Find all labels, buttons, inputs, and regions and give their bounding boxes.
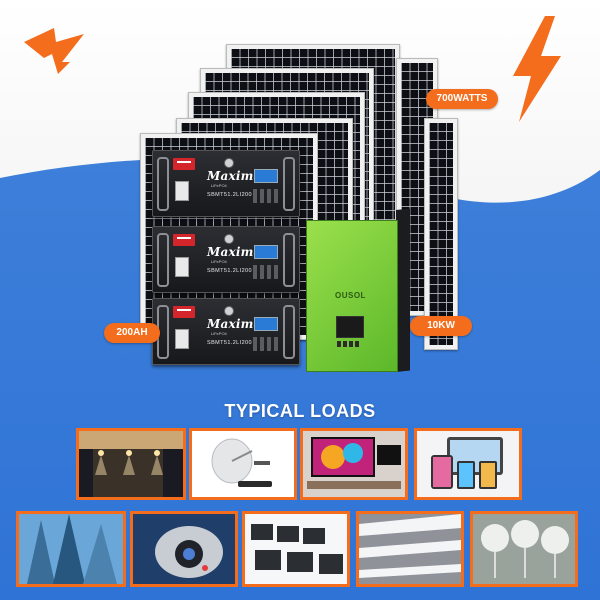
inverter-power-tag: 10KW [410, 316, 472, 336]
battery-subtitle: LiFePO4 [211, 331, 227, 336]
fan-icon [473, 514, 575, 584]
lightning-bolt-icon-left [24, 28, 84, 74]
load-tile-satellite-tv [189, 428, 297, 500]
battery-ports [253, 337, 279, 351]
lightning-bolt-icon-right [513, 16, 561, 122]
typical-loads-heading: TYPICAL LOADS [224, 401, 376, 421]
load-tile-computers [242, 511, 350, 587]
load-tile-office-buildings [16, 511, 126, 587]
inverter-buttons [337, 341, 361, 347]
battery-display [254, 317, 278, 331]
inverter-screen [336, 316, 364, 338]
solar-panel [424, 118, 458, 350]
battery-model: SBMT51.2LI200 [207, 268, 252, 274]
load-tile-cctv-camera [130, 511, 238, 587]
battery-model: SBMT51.2LI200 [207, 192, 252, 198]
battery-model: SBMT51.2LI200 [207, 340, 252, 346]
load-tile-television [300, 428, 408, 500]
security-camera-icon [133, 514, 235, 584]
battery-display [254, 169, 278, 183]
battery-module: Maxima LiFePO4 SBMT51.2LI200 [152, 226, 300, 293]
computer-monitor-icon [245, 514, 347, 584]
battery-brand: Maxima [207, 169, 262, 183]
load-tile-device-charging [414, 428, 522, 500]
battery-module: Maxima LiFePO4 SBMT51.2LI200 [152, 150, 300, 217]
battery-module: Maxima LiFePO4 SBMT51.2LI200 [152, 298, 300, 365]
battery-subtitle: LiFePO4 [211, 183, 227, 188]
tv-icon [303, 431, 405, 497]
building-lights-icon [79, 431, 183, 497]
load-tile-ceiling-lights [356, 511, 464, 587]
battery-capacity-tag: 200AH [104, 323, 160, 343]
satellite-dish-icon [192, 431, 294, 497]
inverter: OUSOL [306, 208, 410, 372]
battery-ports [253, 189, 279, 203]
battery-subtitle: LiFePO4 [211, 259, 227, 264]
inverter-brand: OUSOL [335, 291, 366, 300]
battery-display [254, 245, 278, 259]
battery-brand: Maxima [207, 317, 262, 331]
tablets-icon [417, 431, 519, 497]
load-tile-building-lighting [76, 428, 186, 500]
panels-power-tag: 700WATTS [426, 89, 498, 109]
led-light-icon [359, 514, 461, 584]
load-tile-fans [470, 511, 578, 587]
battery-brand: Maxima [207, 245, 262, 259]
skyscraper-icon [19, 514, 123, 584]
battery-ports [253, 265, 279, 279]
